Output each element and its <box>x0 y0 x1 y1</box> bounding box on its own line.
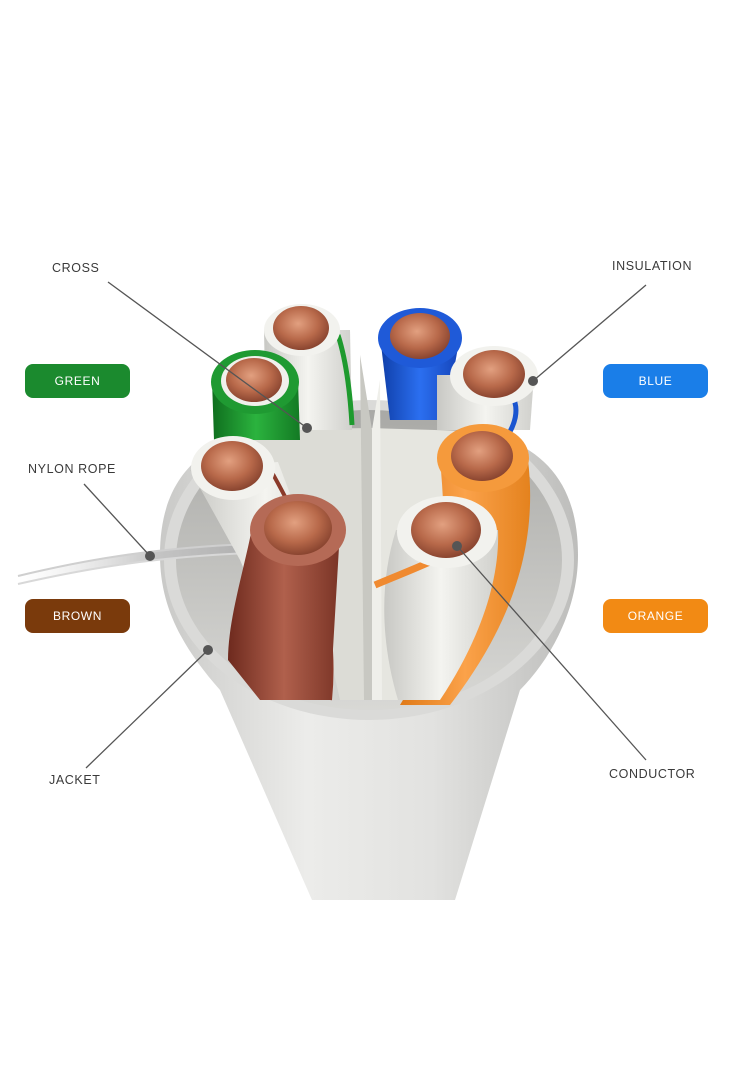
blue-badge: BLUE <box>603 364 708 398</box>
conductor-label: CONDUCTOR <box>609 767 696 781</box>
nylon-rope <box>16 543 251 585</box>
nylon-rope-dot <box>145 551 155 561</box>
orange-badge: ORANGE <box>603 599 708 633</box>
wire-white-blue <box>437 346 538 442</box>
nylon-rope-label: NYLON ROPE <box>28 462 116 476</box>
cross-label: CROSS <box>52 261 100 275</box>
green-badge: GREEN <box>25 364 130 398</box>
jacket-leader <box>85 649 209 769</box>
jacket-dot <box>203 645 213 655</box>
brown-badge: BROWN <box>25 599 130 633</box>
insulation-label: INSULATION <box>612 259 693 273</box>
conductor-dot <box>452 541 462 551</box>
cross-leader <box>107 281 308 429</box>
jacket-label: JACKET <box>49 773 101 787</box>
leader-lines <box>83 281 647 769</box>
nylon-rope-leader <box>83 483 151 557</box>
wire-brown <box>228 494 346 700</box>
insulation-leader <box>532 284 647 382</box>
wire-white-orange <box>373 496 499 700</box>
leader-dots <box>145 376 538 655</box>
cross-dot <box>302 423 312 433</box>
insulation-dot <box>528 376 538 386</box>
conductor-leader <box>456 545 647 761</box>
wire-green <box>211 350 300 440</box>
